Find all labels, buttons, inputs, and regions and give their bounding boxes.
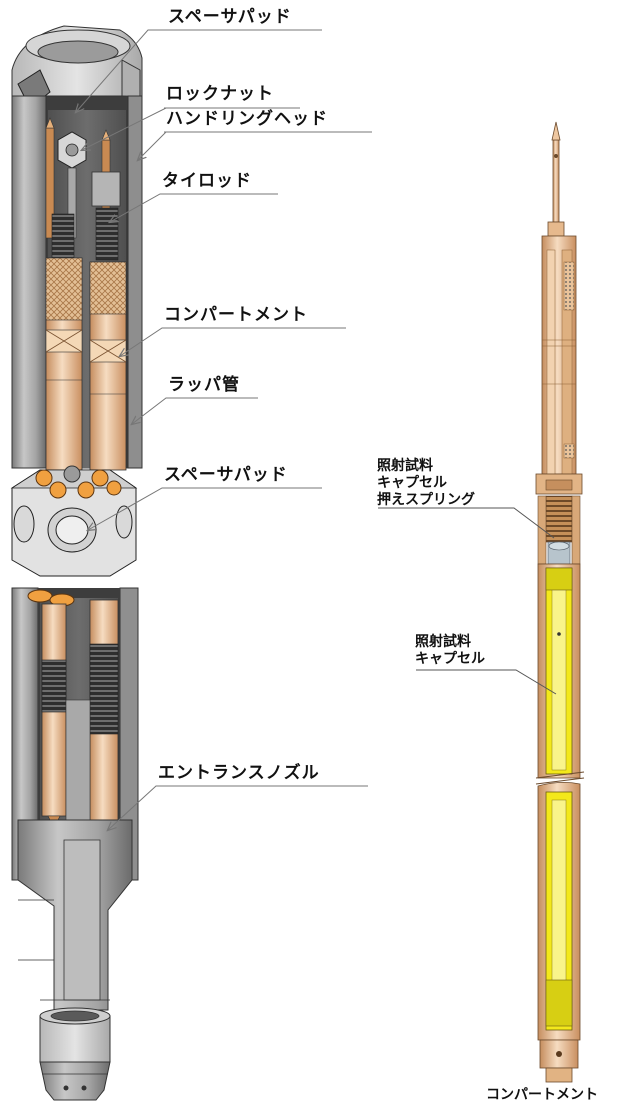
label-wrapper-tube: ラッパ管 [168, 375, 240, 395]
compartment-tubes-lower [41, 599, 119, 833]
label-capsule-line2: キャプセル [415, 651, 485, 667]
label-capsule: 照射試料 キャプセル [415, 634, 485, 668]
leader-arrow-icon [120, 327, 346, 356]
label-capsule-spring-line1: 照射試料 [377, 458, 433, 474]
compartment-tubes-upper [45, 257, 127, 471]
spacer-pad-block [10, 465, 138, 577]
label-lock-nut: ロックナット [166, 84, 274, 104]
leader-arrow-icon [138, 131, 372, 160]
label-underlines [150, 29, 372, 787]
leader-line [416, 669, 557, 695]
label-capsule-spring: 照射試料 キャプセル 押えスプリング [377, 458, 475, 509]
label-capsule-spring-line3: 押えスプリング [377, 492, 475, 508]
handling-head-part [11, 25, 143, 109]
leader-line [378, 507, 555, 539]
label-spacer-pad-mid: スペーサパッド [164, 465, 288, 485]
lock-nut-part [57, 131, 87, 239]
leader-arrow-icon [132, 397, 258, 424]
leader-arrow-icon [108, 785, 368, 830]
label-compartment: コンパートメント [164, 305, 308, 325]
assembly-cutaway-drawing [10, 25, 143, 1101]
caption-compartment: コンパートメント [486, 1087, 598, 1103]
leader-lines-right [378, 507, 557, 695]
compartment-drawing [535, 121, 585, 1083]
label-entrance-nozzle: エントランスノズル [158, 763, 320, 783]
label-capsule-spring-line2: キャプセル [377, 475, 447, 491]
label-handling-head: ハンドリングヘッド [166, 109, 328, 129]
entrance-nozzle-part [17, 819, 133, 1101]
label-capsule-line1: 照射試料 [415, 634, 471, 650]
label-spacer-pad-top: スペーサパッド [168, 7, 292, 27]
label-tie-rod: タイロッド [162, 171, 252, 191]
